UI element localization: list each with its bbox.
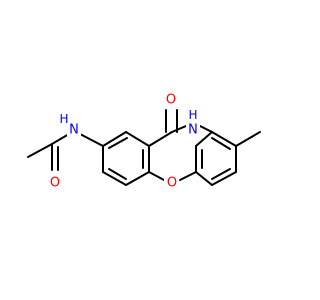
bond-right-ring-4: [195, 171, 213, 186]
bond-ring-nh-right-ring: [199, 125, 213, 133]
bond-right-ring-6: [195, 131, 213, 147]
acetyl-oxygen-label: O: [50, 176, 60, 191]
bond-right-ring-methyl: [235, 131, 261, 147]
bond-left-ring-2: [125, 131, 150, 147]
bond-ketone-carbon-nh: [171, 125, 187, 133]
molecule-structure-diagram: N H O O N H O: [27, 92, 261, 191]
bond-right-ring-3: [211, 171, 237, 186]
ketone-oxygen-label: O: [166, 93, 176, 108]
bond-carbonyl-nh: [51, 133, 70, 145]
bond-ring-to-ketone-carbon: [148, 131, 173, 147]
amide-n-label: N: [69, 123, 79, 138]
atom-label-layer: N H O O N H O: [49, 92, 200, 191]
bond-ether-o-right-ring: [179, 171, 197, 181]
ring-n-label: N: [188, 123, 198, 138]
bond-methyl-carbonyl: [27, 143, 53, 158]
amide-h-label: H: [59, 112, 68, 126]
bond-ring-to-ether-o: [148, 171, 165, 181]
bond-nh-ring: [79, 133, 104, 147]
bond-left-ring-1-inner: [108, 137, 128, 149]
bond-left-ring-4: [125, 171, 150, 186]
bond-right-ring-1-inner: [211, 137, 231, 150]
bond-left-ring-1: [102, 131, 127, 147]
ring-h-label: H: [188, 108, 197, 122]
bond-right-ring-1: [211, 131, 237, 147]
bond-left-ring-5-inner: [108, 168, 127, 180]
bond-layer: [27, 109, 261, 186]
bond-left-ring-5: [102, 171, 127, 186]
bond-right-ring-3-inner: [211, 168, 231, 180]
ether-oxygen-label: O: [167, 176, 177, 191]
